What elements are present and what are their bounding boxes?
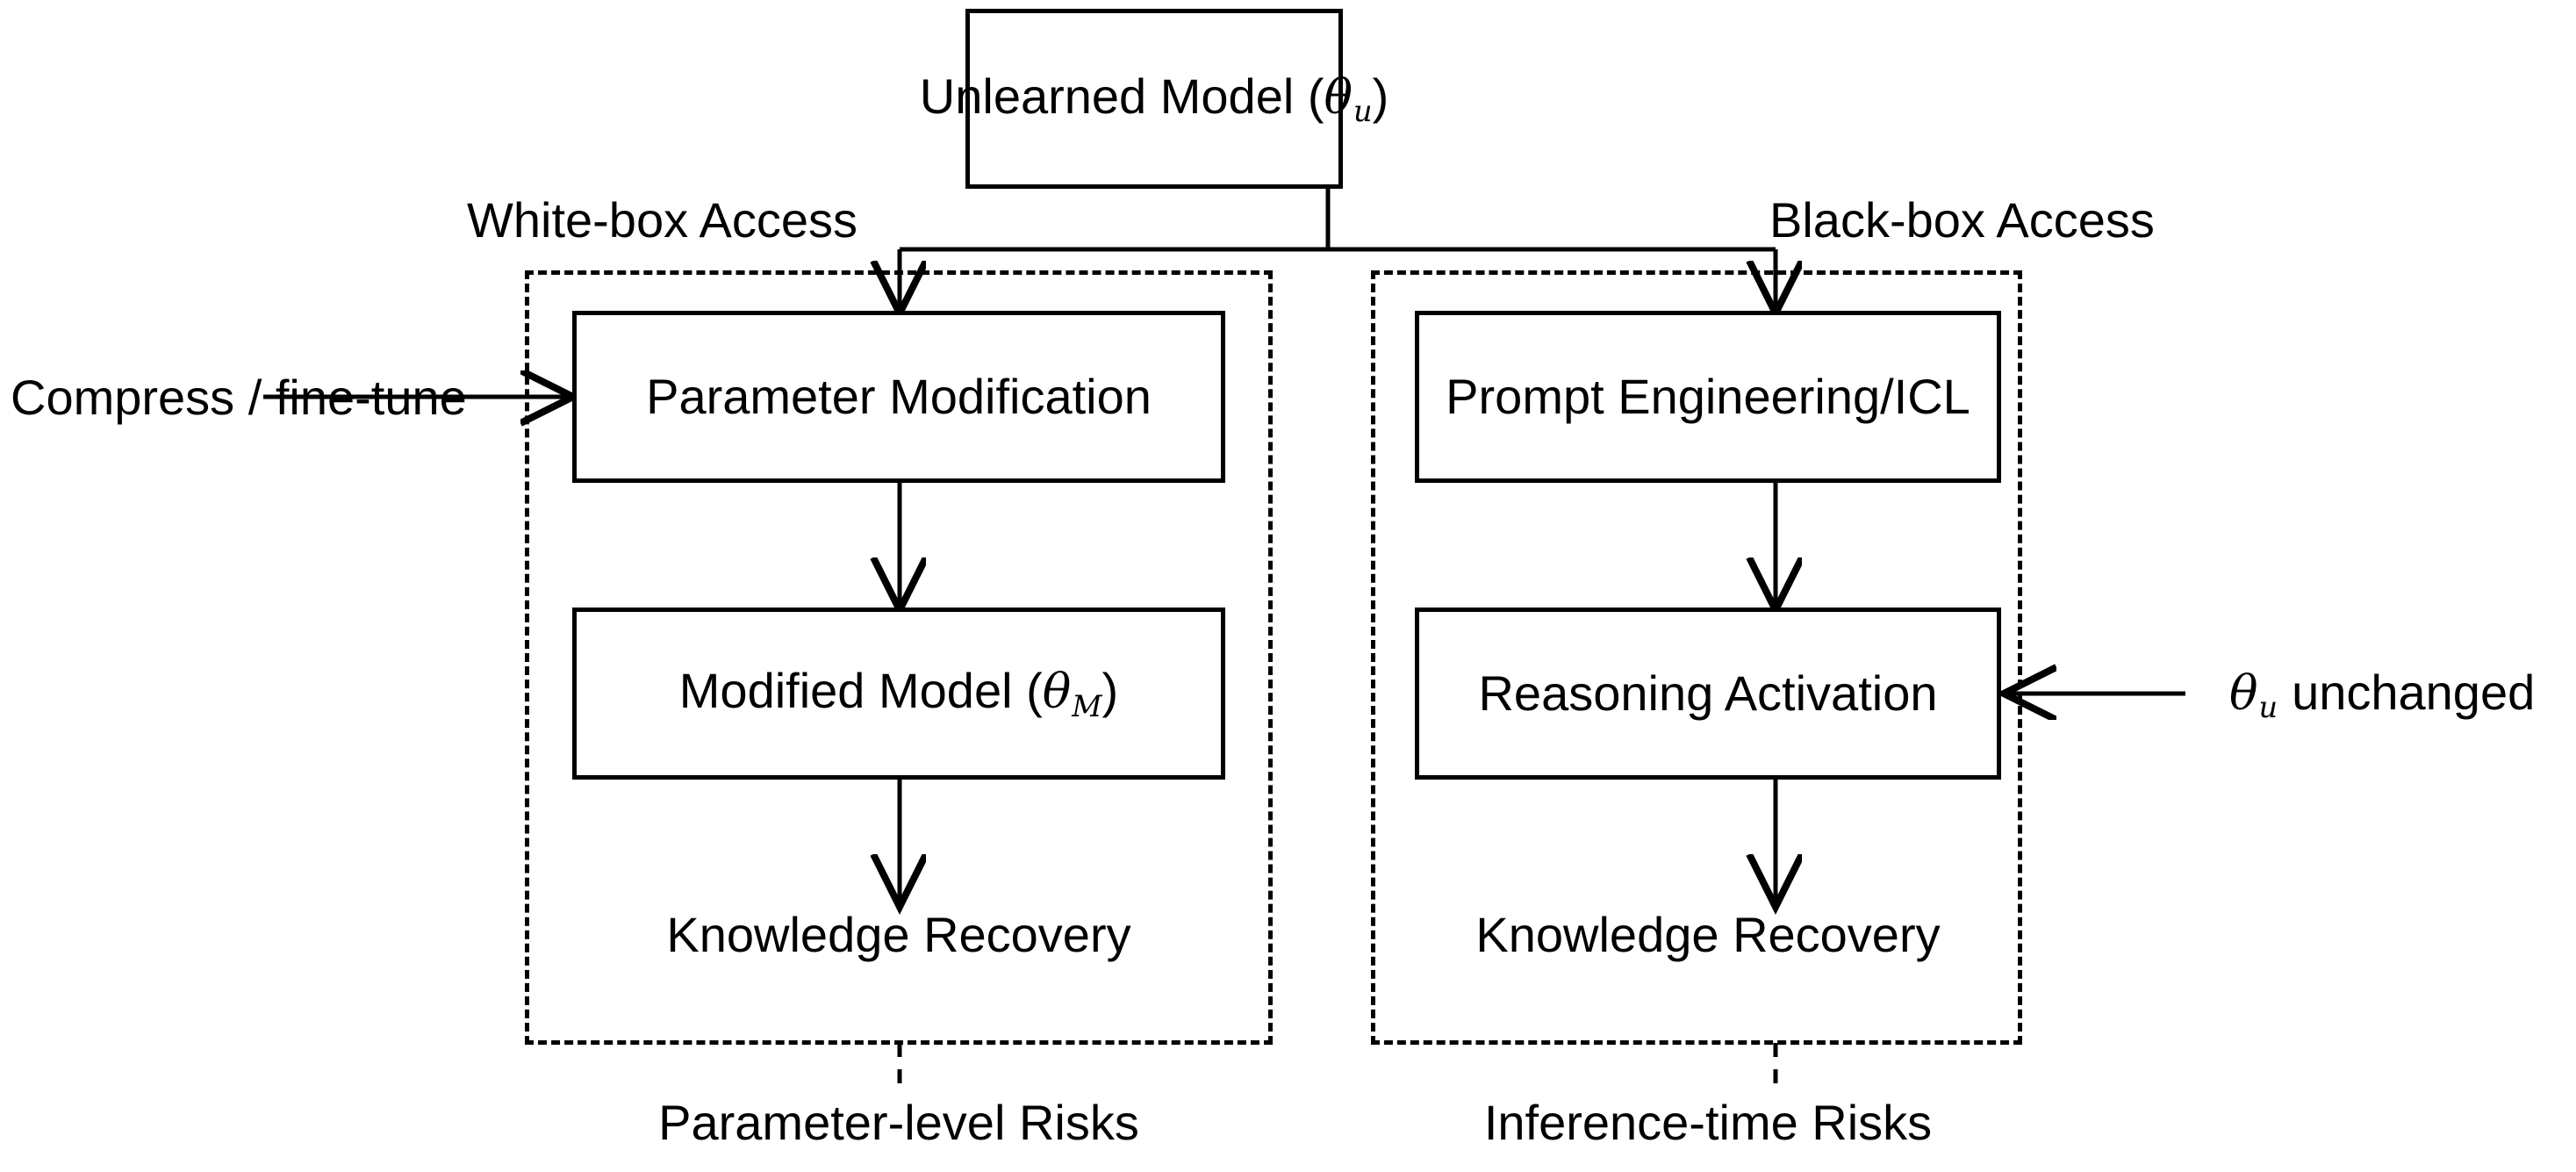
group-black-box xyxy=(1371,270,2022,1045)
label-parameter-level-risks: Parameter-level Risks xyxy=(658,1095,1139,1150)
label-knowledge-recovery-right: Knowledge Recovery xyxy=(1475,907,1941,962)
label-compress-fine-tune: Compress / fine-tune xyxy=(11,370,467,425)
label-white-box-access: White-box Access xyxy=(467,192,858,248)
unlearned-model-subscript: u xyxy=(1353,94,1373,129)
unlearned-model-symbol: θu xyxy=(1324,68,1373,129)
label-inference-time-risks: Inference-time Risks xyxy=(1483,1095,1933,1150)
theta-unchanged-subscript: u xyxy=(2258,690,2278,725)
label-knowledge-recovery-left: Knowledge Recovery xyxy=(666,907,1131,962)
node-parameter-modification-label: Parameter Modification xyxy=(646,369,1152,425)
modified-model-subscript: M xyxy=(1072,688,1102,723)
node-modified-model[interactable]: Modified Model (θM) xyxy=(572,608,1225,780)
theta-unchanged-symbol: θu xyxy=(2229,665,2278,725)
node-modified-model-label: Modified Model (θM) xyxy=(679,664,1118,723)
node-reasoning-activation-label: Reasoning Activation xyxy=(1478,665,1938,722)
unlearned-model-text-suffix: ) xyxy=(1372,68,1389,124)
label-theta-unchanged: θu unchanged xyxy=(2229,665,2536,725)
modified-model-text-suffix: ) xyxy=(1101,663,1119,719)
label-black-box-access: Black-box Access xyxy=(1769,192,2155,248)
node-reasoning-activation[interactable]: Reasoning Activation xyxy=(1415,608,2001,780)
node-unlearned-model[interactable]: Unlearned Model (θu) xyxy=(920,9,1388,189)
modified-model-text-prefix: Modified Model ( xyxy=(678,663,1043,719)
node-prompt-engineering[interactable]: Prompt Engineering/ICL xyxy=(1415,311,2001,483)
node-unlearned-model-label: Unlearned Model (θu) xyxy=(920,69,1388,128)
node-prompt-engineering-label: Prompt Engineering/ICL xyxy=(1446,369,1970,425)
group-white-box xyxy=(525,270,1273,1045)
node-parameter-modification[interactable]: Parameter Modification xyxy=(572,311,1225,483)
theta-unchanged-text: unchanged xyxy=(2292,665,2536,720)
unlearned-model-text-prefix: Unlearned Model ( xyxy=(919,68,1324,124)
modified-model-symbol: θM xyxy=(1042,664,1102,723)
